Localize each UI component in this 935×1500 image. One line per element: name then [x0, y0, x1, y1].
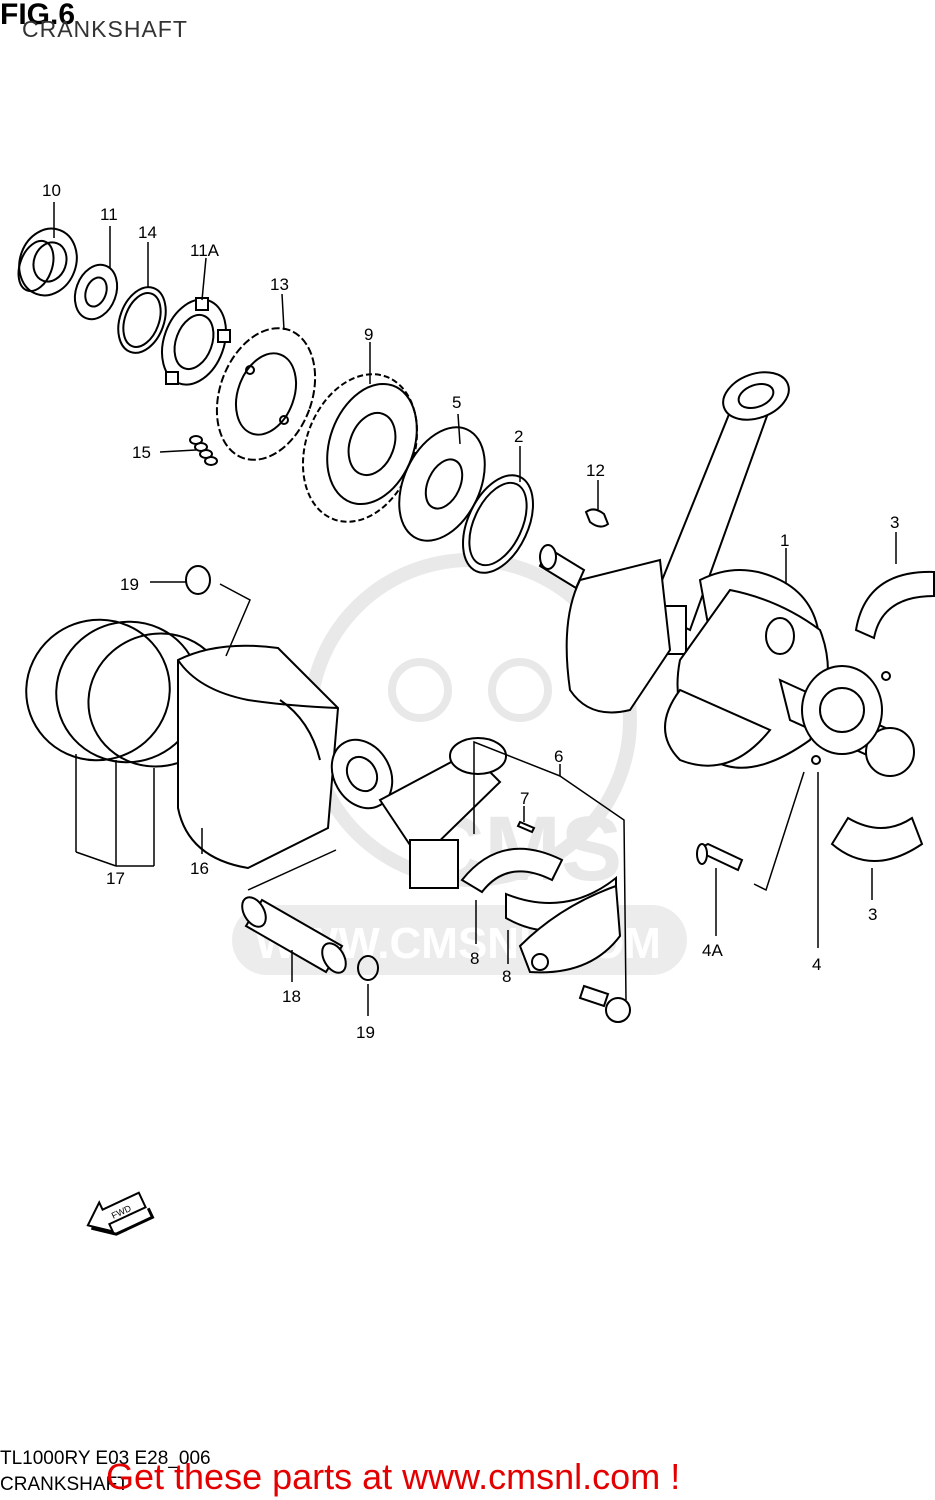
callout-10: 10 [42, 181, 61, 200]
callout-7: 7 [520, 789, 529, 808]
callout-19-lower: 19 [356, 1023, 375, 1042]
callout-18: 18 [282, 987, 301, 1006]
callout-19-upper: 19 [120, 575, 139, 594]
part-11a-lock-washer [161, 297, 231, 386]
callout-11a: 11A [190, 241, 220, 260]
part-19-circlip-upper [185, 565, 211, 595]
watermark-mascot-eye-left [388, 658, 452, 722]
part-8-bearing-a [460, 847, 564, 894]
callout-4a: 4A [702, 941, 723, 960]
callout-6: 6 [554, 747, 563, 766]
watermark-mascot-eye-right [488, 658, 552, 722]
figure-code-subtitle: CRANKSHAFT [0, 1474, 129, 1495]
callout-17: 17 [106, 869, 125, 888]
part-18-piston-pin [241, 896, 347, 974]
part-3-bearing-lower [830, 816, 924, 862]
figure-code: TL1000RY E03 E28_006 [0, 1448, 211, 1469]
part-16-piston [177, 644, 340, 870]
callout-11: 11 [100, 205, 118, 224]
part-19-circlip-lower [357, 955, 379, 981]
leader-lines [53, 202, 897, 1016]
callout-12: 12 [586, 461, 605, 480]
callout-14: 14 [138, 223, 157, 242]
callout-4: 4 [812, 955, 821, 974]
figure-title: FIG.6 [0, 0, 76, 31]
callout-9: 9 [364, 325, 373, 344]
part-12-key [584, 508, 610, 528]
figure-subtitle: CRANKSHAFT [22, 16, 188, 42]
part-6-connecting-rod [330, 737, 507, 889]
callout-8a: 8 [470, 949, 479, 968]
part-13-gear [215, 327, 317, 461]
part-7-dowel [516, 820, 536, 834]
part-9-drive-gear [301, 373, 419, 523]
callout-15: 15 [132, 443, 151, 462]
part-4a-bolt [696, 842, 744, 872]
part-11-washer [73, 263, 119, 321]
callout-3-upper: 3 [890, 513, 899, 532]
part-1-crankshaft [538, 371, 915, 777]
part-3-bearing-upper [854, 570, 935, 640]
callout-16: 16 [190, 859, 209, 878]
callout-1: 1 [780, 531, 789, 550]
callout-labels: 10 11 14 11A 13 9 15 5 2 12 3 1 19 6 7 1… [42, 181, 899, 1042]
part-5-washer [398, 426, 486, 542]
part-10-oil-seal [17, 227, 78, 297]
connecting-rod-cap [518, 884, 622, 974]
callout-13: 13 [270, 275, 289, 294]
callout-5: 5 [452, 393, 461, 412]
part-15-spring [189, 435, 218, 466]
connecting-rod-bolt [578, 984, 631, 1023]
callout-8b: 8 [502, 967, 511, 986]
fwd-arrow-icon: FWD [86, 1191, 155, 1236]
callout-2: 2 [514, 427, 523, 446]
callout-3-lower: 3 [868, 905, 877, 924]
order-parts-banner[interactable]: Get these parts at www.cmsnl.com ! [106, 1456, 681, 1497]
part-14-circlip [117, 286, 167, 354]
